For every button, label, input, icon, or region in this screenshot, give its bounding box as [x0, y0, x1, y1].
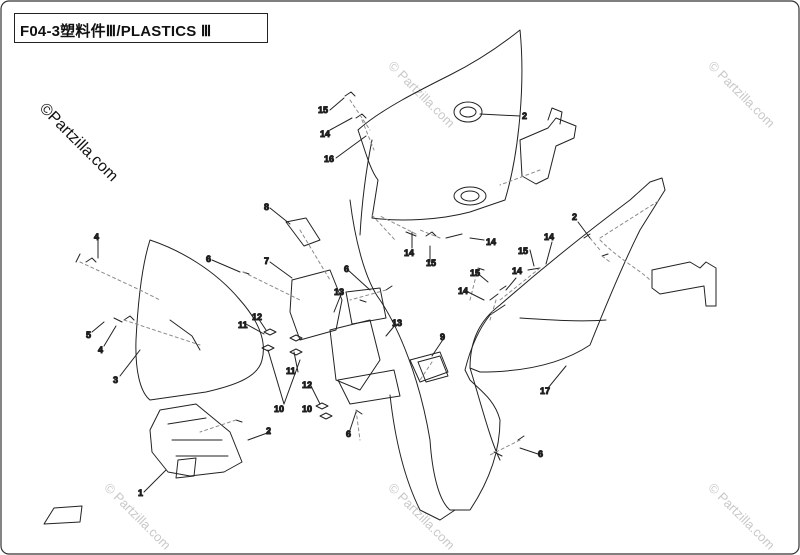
part-11-grommets	[261, 328, 333, 420]
callout-15-center: 15	[426, 258, 436, 268]
callout-labels: 1 2 2 2 3 4 4 5 6 6 6 6 7 8 9 10 10 11 1…	[86, 105, 578, 499]
part-8-trim	[285, 217, 321, 247]
center-lower-column	[389, 394, 456, 521]
callout-13-upper: 13	[334, 287, 344, 297]
center-inner-panel	[349, 199, 506, 511]
part-10-bracket	[337, 369, 401, 405]
callout-15-far-right: 15	[518, 246, 528, 256]
part-2-cap-upper	[453, 101, 483, 123]
callout-14-center: 14	[404, 248, 414, 258]
part-17-right-fairing	[469, 177, 666, 373]
callout-16: 16	[324, 154, 334, 164]
part-17-inner-line	[519, 317, 607, 322]
callout-10-right: 10	[302, 404, 312, 414]
callout-14-right-b: 14	[512, 266, 522, 276]
callout-2-right: 2	[572, 212, 577, 222]
callout-12-upper: 12	[252, 312, 262, 322]
part-13-bracket	[329, 319, 381, 391]
title-box	[14, 13, 268, 43]
callout-4-upper: 4	[94, 232, 99, 242]
callout-13-lower: 13	[392, 318, 402, 328]
callout-14-right-c: 14	[458, 286, 468, 296]
part-3-crease	[169, 319, 201, 351]
callout-17: 17	[540, 386, 550, 396]
callout-4-lower: 4	[98, 345, 103, 355]
part-17-lower-body	[469, 367, 501, 461]
callout-11-right: 11	[286, 366, 296, 376]
callout-6-right: 6	[538, 449, 543, 459]
callout-5: 5	[86, 330, 91, 340]
part-16-upper-panel	[357, 29, 523, 221]
mirror-bracket-upper	[519, 117, 577, 185]
part-9-trim	[417, 355, 449, 383]
callout-2-lower-left: 2	[266, 426, 271, 436]
callout-14-upper: 14	[320, 129, 330, 139]
grommet	[453, 186, 487, 206]
callout-14-right-a: 14	[486, 237, 496, 247]
part-1-lower-guard	[149, 403, 243, 477]
assembly-dash-lines	[79, 99, 661, 456]
callout-6-lower: 6	[346, 429, 351, 439]
callout-9: 9	[440, 332, 445, 342]
callout-15-right: 15	[470, 268, 480, 278]
part-9-duct	[409, 351, 449, 383]
part-2-cap-upper-inner	[459, 106, 477, 118]
part-7-bracket	[289, 269, 343, 341]
mirror-bracket-right	[651, 261, 717, 307]
leader-lines	[91, 97, 591, 493]
fwd-arrow-badge	[43, 505, 83, 525]
part-6-plate	[345, 287, 387, 325]
part-1-ribs	[167, 417, 229, 457]
callout-6-center: 6	[344, 264, 349, 274]
bolts	[75, 91, 609, 457]
callout-8: 8	[264, 202, 269, 212]
diagram-title: F04-3塑料件Ⅲ/PLASTICS Ⅲ	[20, 23, 212, 40]
mirror-bracket-upper-tab	[547, 107, 563, 125]
callout-6-left: 6	[206, 254, 211, 264]
callout-7: 7	[264, 256, 269, 266]
callout-11-left: 11	[238, 320, 248, 330]
callout-15-upper: 15	[318, 105, 328, 115]
grommet-inner	[460, 190, 480, 202]
callout-10-left: 10	[274, 404, 284, 414]
part-16-inner-edge	[359, 139, 373, 236]
part-3-left-panel	[135, 239, 264, 401]
callout-14-far-right: 14	[544, 232, 554, 242]
callout-1: 1	[138, 488, 143, 498]
callout-3: 3	[113, 375, 118, 385]
callout-2-upper: 2	[522, 111, 527, 121]
part-1-vent	[175, 457, 197, 479]
callout-12-lower: 12	[302, 380, 312, 390]
